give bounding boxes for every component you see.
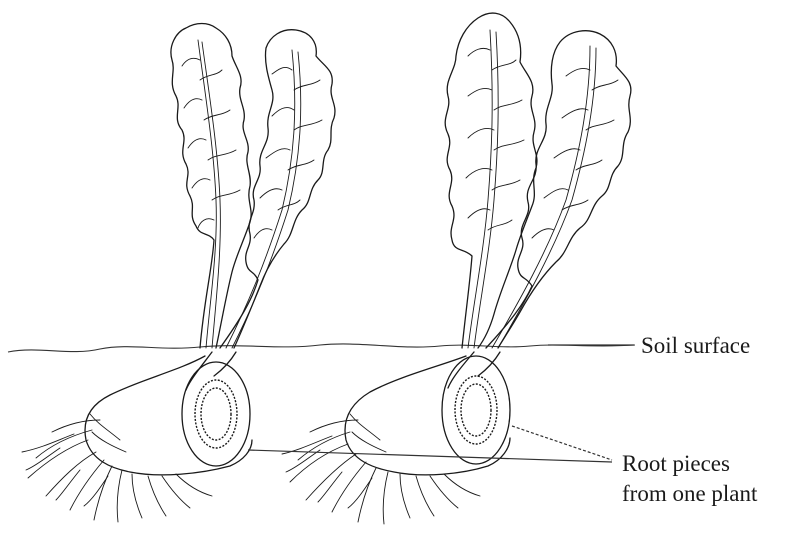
root-label-leader-2 <box>512 426 612 460</box>
soil-surface-label: Soil surface <box>641 331 750 361</box>
plant-1-root-body <box>85 356 252 475</box>
plant-2-root-cross-section <box>442 356 510 464</box>
plant-1-root-cross-section <box>182 362 250 466</box>
plant-2 <box>282 13 631 524</box>
plant-2-root-body <box>345 356 510 475</box>
root-pieces-label-line-1: Root pieces <box>622 449 757 479</box>
root-pieces-label: Root pieces from one plant <box>622 449 757 509</box>
root-pieces-label-line-2: from one plant <box>622 479 757 509</box>
soil-surface-line <box>8 344 635 352</box>
plant-1 <box>22 24 335 523</box>
